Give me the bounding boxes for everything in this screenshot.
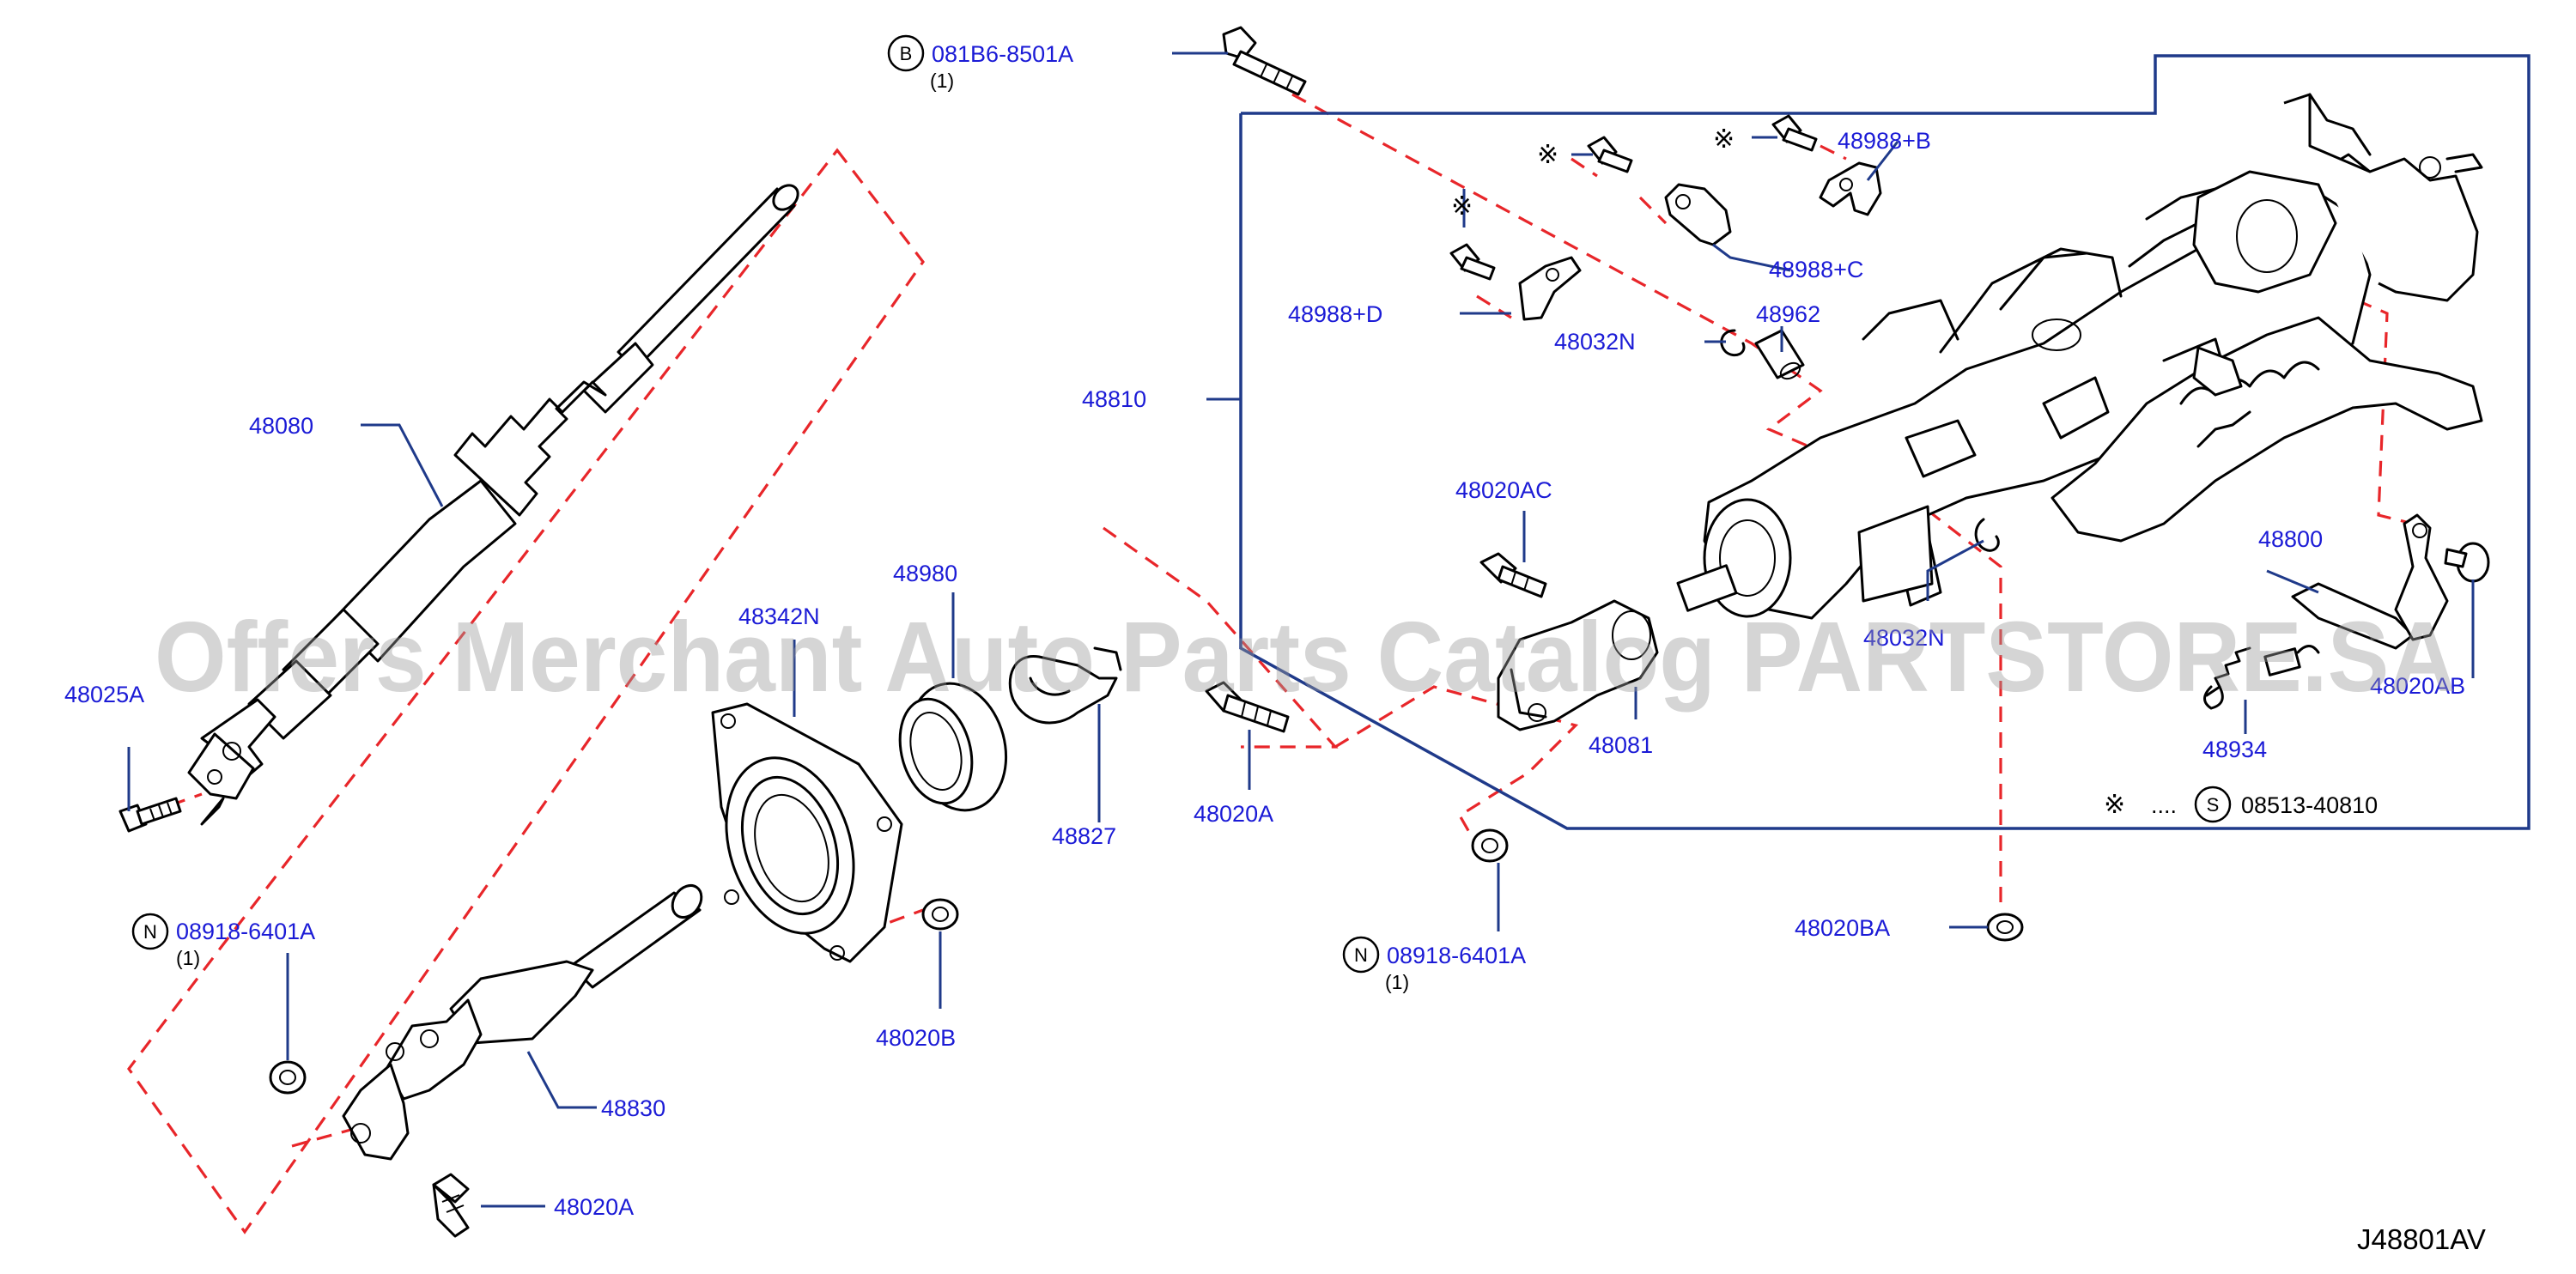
legend: ※ .... S 08513-40810 bbox=[2104, 786, 2378, 823]
legend-dots: .... bbox=[2151, 792, 2177, 818]
bolt-48025A bbox=[118, 797, 182, 833]
bolt-081B6-8501A bbox=[1222, 26, 1307, 96]
bracket-48988C bbox=[1664, 183, 1732, 246]
legend-symbol: ※ bbox=[2104, 790, 2125, 820]
label-48827: 48827 bbox=[1052, 823, 1116, 849]
yoke-48081 bbox=[1497, 599, 1659, 731]
callout-08918-center-qty: (1) bbox=[1385, 971, 1409, 993]
bearing-housing-48342N bbox=[711, 702, 903, 963]
label-48081: 48081 bbox=[1589, 732, 1653, 758]
nut-08918-center bbox=[1471, 828, 1509, 863]
clip-48827 bbox=[1008, 646, 1122, 725]
callout-081B6-8501A: B 081B6-8501A (1) bbox=[887, 34, 1073, 92]
callout-08918-left-qty: (1) bbox=[176, 947, 200, 969]
callout-081B6-qty: (1) bbox=[930, 70, 954, 92]
callout-081B6-label: 081B6-8501A bbox=[932, 41, 1073, 67]
seal-ring-48980 bbox=[898, 682, 1008, 812]
nut-48020B bbox=[921, 898, 959, 931]
legend-prefix: S bbox=[2207, 794, 2220, 816]
lever-48800 bbox=[2291, 513, 2449, 650]
label-48830: 48830 bbox=[601, 1095, 665, 1121]
watermark: Offers Merchant Auto Parts Catalog PARTS… bbox=[155, 601, 2456, 713]
label-48988C: 48988+C bbox=[1769, 257, 1863, 282]
label-48810: 48810 bbox=[1082, 386, 1146, 412]
clip-48032N-low bbox=[1974, 518, 2000, 552]
nut-08918-left bbox=[269, 1060, 307, 1095]
nut-48020BA bbox=[1986, 913, 2024, 942]
label-48934: 48934 bbox=[2202, 737, 2267, 762]
label-48962: 48962 bbox=[1756, 301, 1820, 327]
leader-lines bbox=[127, 52, 2475, 1208]
callout-08918-center-label: 08918-6401A bbox=[1387, 943, 1526, 968]
bracket-48988D bbox=[1518, 256, 1582, 321]
callout-08918-left-label: 08918-6401A bbox=[176, 919, 315, 944]
bolt-48020AC bbox=[1479, 552, 1547, 598]
label-48342N: 48342N bbox=[738, 604, 820, 629]
callout-081B6-prefix: B bbox=[900, 43, 913, 64]
label-48020A-low: 48020A bbox=[554, 1194, 634, 1220]
label-48020A-mid: 48020A bbox=[1194, 801, 1273, 827]
part-labels: 48080 48025A 48342N 48980 48827 48020A 4… bbox=[64, 128, 2465, 1220]
bolt-48020AB bbox=[2444, 542, 2490, 583]
screw-left-48988D bbox=[1449, 243, 1496, 281]
asterisk-markers: ※ ※ ※ bbox=[1451, 124, 1735, 221]
assembly-frame bbox=[1239, 54, 2530, 830]
label-48080: 48080 bbox=[249, 413, 313, 439]
label-48988D: 48988+D bbox=[1288, 301, 1382, 327]
clip-48032N-top bbox=[1720, 329, 1746, 357]
label-48800: 48800 bbox=[2258, 526, 2323, 552]
label-48020AB: 48020AB bbox=[2370, 673, 2465, 699]
callout-08918-left: N 08918-6401A (1) bbox=[131, 913, 315, 969]
callout-08918-center: N 08918-6401A (1) bbox=[1342, 936, 1526, 993]
label-48032N-low: 48032N bbox=[1863, 625, 1945, 651]
label-48020AC: 48020AC bbox=[1455, 477, 1552, 503]
asterisk-48988C: ※ bbox=[1537, 140, 1558, 170]
label-48988B: 48988+B bbox=[1838, 128, 1931, 154]
asterisk-48988D: ※ bbox=[1451, 191, 1473, 221]
label-48032N-top: 48032N bbox=[1554, 329, 1636, 355]
screw-mid-48988C bbox=[1587, 136, 1633, 173]
callout-08918-center-prefix: N bbox=[1354, 944, 1368, 966]
asterisk-48988B: ※ bbox=[1713, 124, 1735, 155]
collar-48962 bbox=[1754, 329, 1805, 380]
lower-shaft-48830 bbox=[342, 883, 703, 1161]
label-48020B: 48020B bbox=[876, 1025, 956, 1051]
label-48025A: 48025A bbox=[64, 682, 144, 707]
legend-part: 08513-40810 bbox=[2241, 792, 2378, 818]
callout-08918-left-prefix: N bbox=[143, 921, 157, 943]
bolt-48020A-low bbox=[432, 1173, 470, 1238]
screw-right-48988B bbox=[1771, 114, 1818, 152]
spring-48934 bbox=[2203, 645, 2320, 710]
intermediate-shaft-48080 bbox=[187, 184, 799, 826]
bracket-48988B bbox=[1819, 161, 1882, 216]
label-48020BA: 48020BA bbox=[1795, 915, 1890, 941]
diagram-code: J48801AV bbox=[2357, 1223, 2486, 1255]
bolt-48020A-mid bbox=[1205, 681, 1290, 733]
steering-column-assembly bbox=[1676, 93, 2483, 620]
label-48980: 48980 bbox=[893, 561, 957, 586]
